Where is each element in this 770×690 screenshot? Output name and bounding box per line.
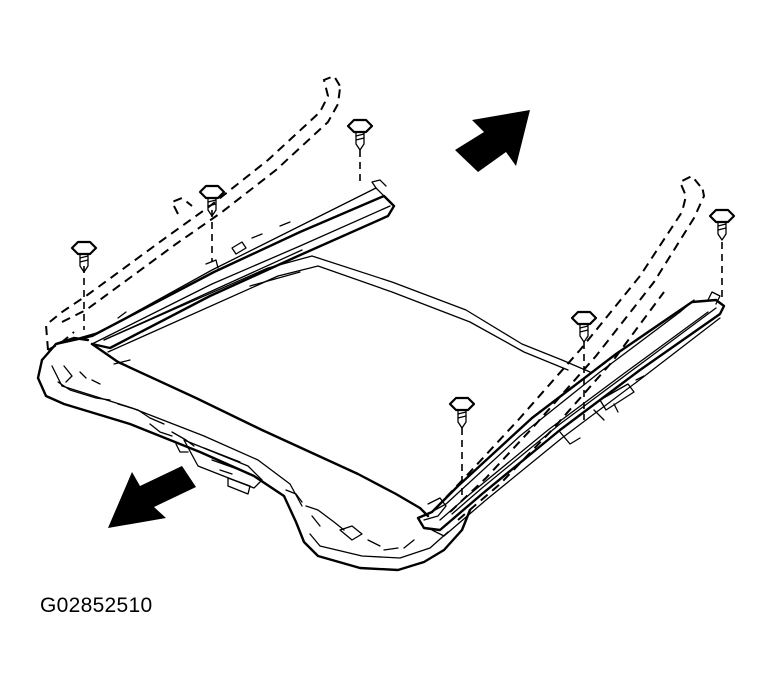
arrow-forward-icon xyxy=(455,110,530,172)
screw-icon xyxy=(70,240,98,330)
screw-icon xyxy=(570,310,598,420)
arrow-rearward-icon xyxy=(108,466,196,528)
left-guide-rail xyxy=(54,179,396,350)
screw-icon xyxy=(346,118,374,186)
screw-icon xyxy=(198,184,226,262)
left-side-cover-dashed xyxy=(44,74,341,351)
right-guide-rail xyxy=(416,291,726,537)
figure-code: G02852510 xyxy=(40,594,153,617)
screw-icon xyxy=(448,396,476,500)
right-side-cover-dashed xyxy=(435,174,706,521)
screw-icon xyxy=(708,208,736,298)
sunroof-frame xyxy=(36,255,591,572)
